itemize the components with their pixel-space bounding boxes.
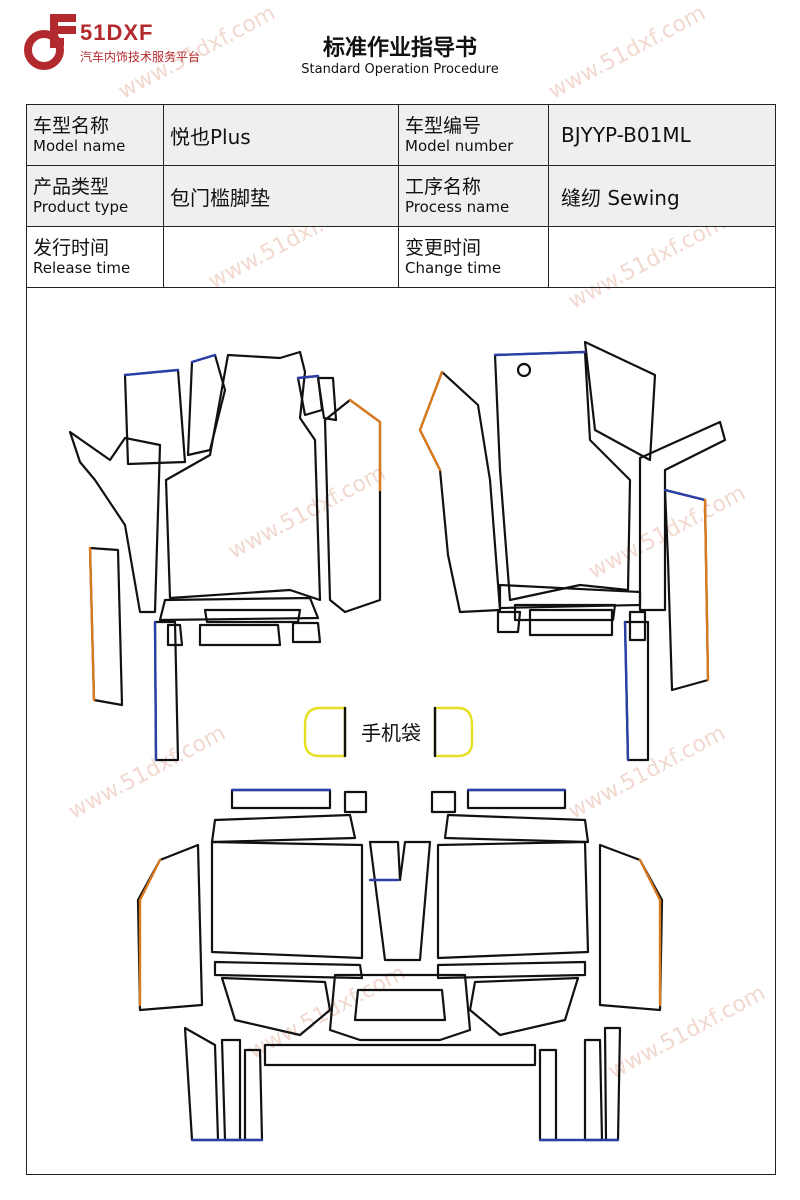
process-name-label: 工序名称 Process name	[398, 165, 549, 227]
product-type-label: 产品类型 Product type	[26, 165, 164, 227]
label-en: Change time	[405, 259, 502, 277]
label-cn: 发行时间	[33, 237, 110, 259]
label-cn: 车型编号	[405, 115, 482, 137]
phone-pocket-pieces	[303, 706, 474, 758]
label-en: Process name	[405, 198, 510, 216]
info-row: 产品类型 Product type 包门槛脚垫 工序名称 Process nam…	[26, 165, 776, 227]
rear-mat-pieces	[136, 788, 664, 1142]
change-time-label: 变更时间 Change time	[398, 226, 549, 288]
model-number-text: BJYYP-B01ML	[561, 123, 691, 147]
label-cn: 产品类型	[33, 176, 110, 198]
blue-edge-marks	[123, 350, 707, 1142]
release-time-label: 发行时间 Release time	[26, 226, 164, 288]
product-type-value: 包门槛脚垫	[163, 165, 399, 227]
info-row: 发行时间 Release time 变更时间 Change time	[26, 226, 776, 288]
release-time-value	[163, 226, 399, 288]
brand-name: 51DXF	[80, 20, 154, 45]
info-row: 车型名称 Model name 悦也Plus 车型编号 Model number…	[26, 104, 776, 166]
model-number-label: 车型编号 Model number	[398, 104, 549, 166]
label-cn: 变更时间	[405, 237, 482, 259]
phone-pocket-label: 手机袋	[361, 721, 421, 745]
process-name-value: 缝纫 Sewing	[548, 165, 776, 227]
label-cn: 工序名称	[405, 176, 482, 198]
front-right-mat-pieces	[418, 340, 727, 762]
page-subtitle: Standard Operation Procedure	[301, 62, 499, 77]
info-table: 车型名称 Model name 悦也Plus 车型编号 Model number…	[26, 104, 776, 288]
front-left-mat-pieces	[68, 350, 382, 762]
change-time-value	[548, 226, 776, 288]
label-en: Product type	[33, 198, 129, 216]
logo-mark-icon	[24, 14, 76, 70]
orange-edge-marks	[88, 370, 710, 1007]
model-number-value: BJYYP-B01ML	[548, 104, 776, 166]
model-name-value: 悦也Plus	[163, 104, 399, 166]
drawing-frame	[26, 288, 776, 1175]
label-en: Release time	[33, 259, 131, 277]
brand-tagline: 汽车内饰技术服务平台	[80, 50, 201, 64]
brand-logo	[22, 14, 222, 78]
page-title: 标准作业指导书	[322, 36, 477, 61]
label-cn: 车型名称	[33, 115, 110, 137]
label-en: Model name	[33, 137, 126, 155]
label-en: Model number	[405, 137, 514, 155]
model-name-label: 车型名称 Model name	[26, 104, 164, 166]
process-name-text: 缝纫 Sewing	[561, 185, 680, 210]
